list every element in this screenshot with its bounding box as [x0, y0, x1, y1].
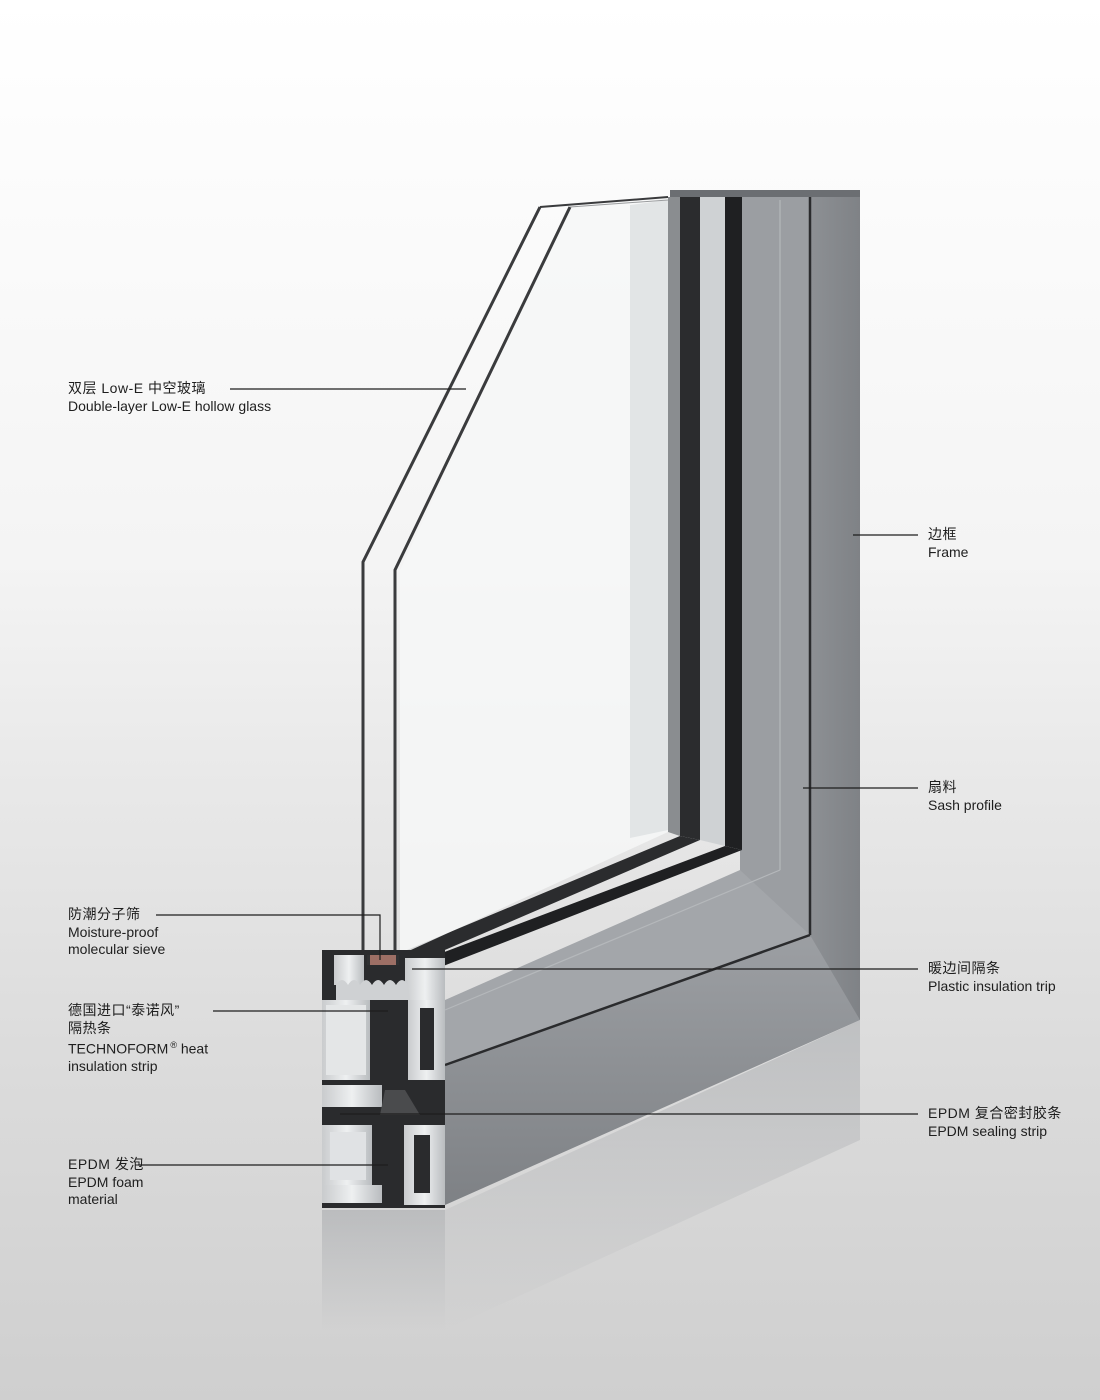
- label-sash-en: Sash profile: [928, 796, 1002, 813]
- label-foam-en-2: material: [68, 1191, 118, 1207]
- leader-sieve: [156, 914, 381, 960]
- double-glass: [361, 196, 669, 962]
- label-sieve-en-2: molecular sieve: [68, 941, 166, 957]
- label-sieve: 防潮分子筛 Moisture-proof molecular sieve: [68, 906, 165, 959]
- label-sealing-en: EPDM sealing strip: [928, 1122, 1048, 1139]
- label-technoform-zh2: 隔热条: [68, 1019, 112, 1036]
- label-foam-zh: EPDM 发泡: [68, 1156, 144, 1172]
- technoform-heat: heat: [180, 1040, 209, 1057]
- label-warm-edge-en: Plastic insulation trip: [928, 977, 1056, 994]
- label-technoform-en-1: TECHNOFORM® heat: [68, 1037, 208, 1058]
- profile-cross-section: [322, 950, 445, 1208]
- label-foam: EPDM 发泡 EPDM foam material: [68, 1156, 144, 1209]
- frame-profile: [444, 190, 860, 1205]
- label-technoform: 德国进口“泰诺风” 隔热条 TECHNOFORM® heat insulatio…: [68, 1002, 208, 1076]
- label-glass-zh: 双层 Low-E 中空玻璃: [68, 380, 206, 396]
- label-frame-zh: 边框: [928, 526, 957, 542]
- label-warm-edge: 暖边间隔条 Plastic insulation trip: [928, 960, 1056, 995]
- label-sealing: EPDM 复合密封胶条 EPDM sealing strip: [928, 1105, 1062, 1140]
- label-glass: 双层 Low-E 中空玻璃 Double-layer Low-E hollow …: [68, 380, 271, 415]
- leader-lines: [138, 388, 918, 1166]
- label-sealing-zh: EPDM 复合密封胶条: [928, 1105, 1062, 1121]
- label-warm-edge-zh: 暖边间隔条: [928, 960, 1001, 976]
- label-frame: 边框 Frame: [928, 526, 968, 561]
- label-sash-zh: 扇料: [928, 779, 957, 795]
- label-technoform-zh: 德国进口“泰诺风”: [68, 1002, 180, 1018]
- label-technoform-en-2: insulation strip: [68, 1058, 158, 1075]
- floor-reflection: [322, 1020, 860, 1330]
- label-foam-en-1: EPDM foam: [68, 1173, 144, 1190]
- label-sieve-en-1: Moisture-proof: [68, 923, 159, 940]
- label-frame-en: Frame: [928, 543, 969, 560]
- registered-mark: ®: [170, 1040, 177, 1050]
- label-sash: 扇料 Sash profile: [928, 779, 1002, 814]
- label-sieve-zh: 防潮分子筛: [68, 906, 141, 922]
- technoform-brand: TECHNOFORM: [68, 1040, 169, 1057]
- label-glass-en: Double-layer Low-E hollow glass: [68, 397, 272, 414]
- sash-profile: [395, 197, 742, 975]
